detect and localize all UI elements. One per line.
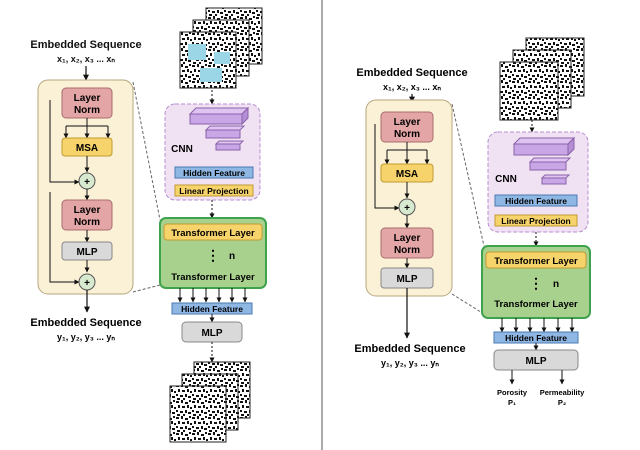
cnn-label: CNN xyxy=(495,174,517,185)
mlp-head-label: MLP xyxy=(525,356,546,367)
right-panel: Embedded Sequence x₁, x₂, x₃ ... xₙ Laye… xyxy=(354,37,591,407)
msa-label: MSA xyxy=(396,169,418,180)
mask-region xyxy=(200,68,222,82)
mlp-block-label: MLP xyxy=(396,274,417,285)
bottom-sequence-vars: y₁, y₂, y₃ ... yₙ xyxy=(381,358,439,368)
layer-norm-1-label2: Norm xyxy=(74,105,100,116)
layer-norm-2-label2: Norm xyxy=(74,217,100,228)
left-panel: Embedded Sequence x₁, x₂, x₃ ... xₙ Laye… xyxy=(30,7,267,443)
layer-norm-2-label: Layer xyxy=(394,233,421,244)
top-sequence-title: Embedded Sequence xyxy=(30,39,141,51)
hidden-feature-top xyxy=(494,194,578,207)
mlp-head xyxy=(493,349,579,371)
output-image-stack xyxy=(169,361,251,443)
linear-projection xyxy=(494,214,578,227)
linear-projection xyxy=(174,184,254,197)
bottom-sequence-vars: y₁, y₂, y₃ ... yₙ xyxy=(57,332,115,342)
layer-norm-1-label: Layer xyxy=(394,117,421,128)
hidden-feature-bottom-label: Hidden Feature xyxy=(505,333,567,343)
mlp-block-label: MLP xyxy=(76,247,97,258)
mlp-head-label: MLP xyxy=(201,328,222,339)
bottom-sequence-title: Embedded Sequence xyxy=(354,343,465,355)
hidden-feature-top-label: Hidden Feature xyxy=(183,168,245,178)
cnn-block xyxy=(487,131,589,233)
linear-projection-label: Linear Projection xyxy=(179,186,248,196)
transformer-layer-top-label: Transformer Layer xyxy=(171,228,255,239)
msa-label: MSA xyxy=(76,143,98,154)
layer-norm-1-label2: Norm xyxy=(394,129,420,140)
mask-region xyxy=(214,52,230,64)
top-sequence-vars: x₁, x₂, x₃ ... xₙ xyxy=(383,82,441,92)
cnn-label: CNN xyxy=(171,144,193,155)
top-sequence-title: Embedded Sequence xyxy=(356,67,467,79)
hidden-feature-top xyxy=(174,166,254,179)
porosity-label: Porosity xyxy=(497,388,528,397)
plus-2-label: + xyxy=(84,278,90,289)
plus-1-label: + xyxy=(84,177,90,188)
transformer-layer-bottom-label: Transformer Layer xyxy=(494,299,578,310)
transformer-layer-top-label: Transformer Layer xyxy=(494,256,578,267)
transformer-layer-top xyxy=(485,251,587,269)
top-sequence-vars: x₁, x₂, x₃ ... xₙ xyxy=(57,54,115,64)
permeability-label: Permeability xyxy=(540,388,585,397)
transformer-layer-top xyxy=(163,223,263,241)
plus-1-label: + xyxy=(404,203,410,214)
bottom-sequence-title: Embedded Sequence xyxy=(30,317,141,329)
layer-norm-2-label: Layer xyxy=(74,205,101,216)
mask-region xyxy=(188,44,206,60)
n-label: n xyxy=(553,279,559,290)
permeability-symbol: P₂ xyxy=(558,398,566,407)
input-image-stack xyxy=(179,7,263,89)
input-image-stack xyxy=(499,37,585,121)
ellipsis-icon: ⋮ xyxy=(206,247,220,263)
hidden-feature-bottom-label: Hidden Feature xyxy=(181,304,243,314)
transformer-layer-bottom-label: Transformer Layer xyxy=(171,272,255,283)
n-label: n xyxy=(229,251,235,262)
layer-norm-1-label: Layer xyxy=(74,93,101,104)
porosity-symbol: P₁ xyxy=(508,398,516,407)
hidden-feature-top-label: Hidden Feature xyxy=(505,196,567,206)
layer-norm-2-label2: Norm xyxy=(394,245,420,256)
linear-projection-label: Linear Projection xyxy=(501,216,570,226)
ellipsis-icon: ⋮ xyxy=(529,275,543,291)
